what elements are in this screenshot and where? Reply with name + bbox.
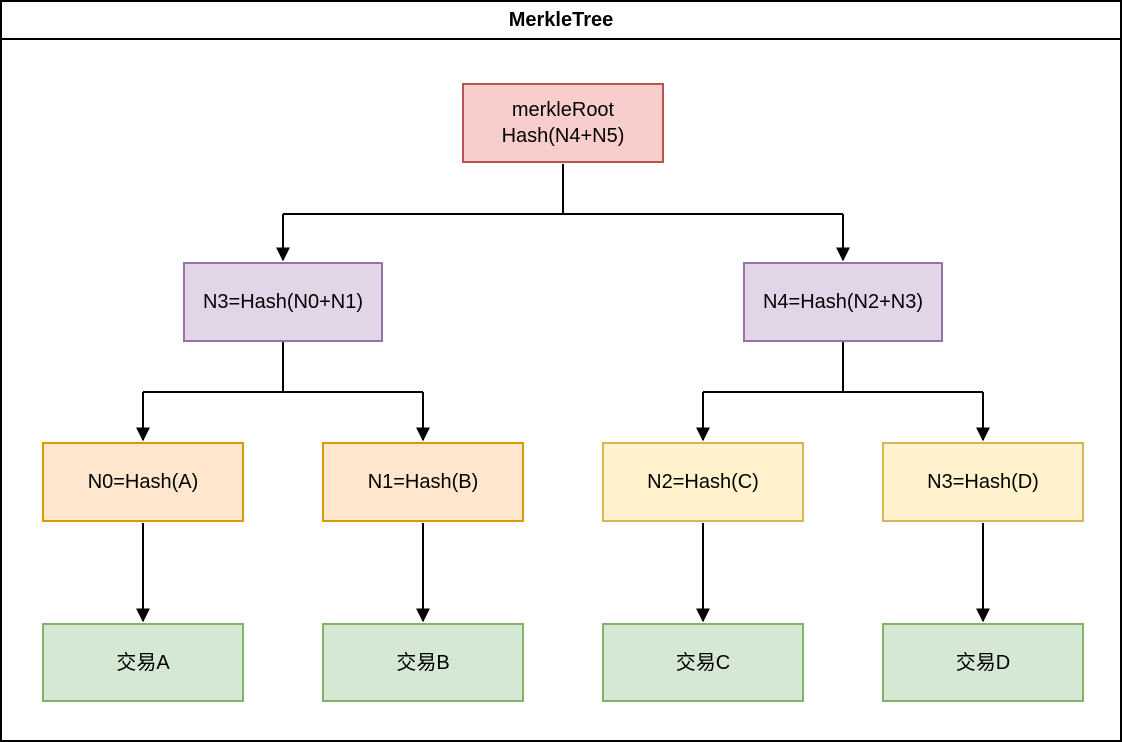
transaction-node-b-label: 交易B <box>396 651 450 674</box>
branch-node-left-label: N3=Hash(N0+N1) <box>202 291 364 313</box>
transaction-node-c-label: 交易C <box>675 651 731 674</box>
transaction-node-b: 交易B <box>322 623 524 702</box>
branch-node-right-label: N4=Hash(N2+N3) <box>762 291 924 313</box>
transaction-node-a-label: 交易A <box>116 651 170 674</box>
merkle-root-node: merkleRoot Hash(N4+N5) <box>462 83 664 163</box>
branch-node-right: N4=Hash(N2+N3) <box>743 262 943 342</box>
hash-node-d: N3=Hash(D) <box>882 442 1084 522</box>
transaction-node-a: 交易A <box>42 623 244 702</box>
hash-node-a-label: N0=Hash(A) <box>87 471 199 493</box>
hash-node-c-label: N2=Hash(C) <box>647 471 759 493</box>
hash-node-d-label: N3=Hash(D) <box>927 471 1039 493</box>
transaction-node-d: 交易D <box>882 623 1084 702</box>
transaction-node-c: 交易C <box>602 623 804 702</box>
hash-node-c: N2=Hash(C) <box>602 442 804 522</box>
merkle-root-label-line1: merkleRoot <box>511 99 615 121</box>
merkle-root-label-line2: Hash(N4+N5) <box>501 125 625 147</box>
hash-node-b-label: N1=Hash(B) <box>367 471 479 493</box>
hash-node-b: N1=Hash(B) <box>322 442 524 522</box>
hash-node-a: N0=Hash(A) <box>42 442 244 522</box>
branch-node-left: N3=Hash(N0+N1) <box>183 262 383 342</box>
diagram-title-bar: MerkleTree <box>2 2 1120 40</box>
transaction-node-d-label: 交易D <box>955 651 1011 674</box>
diagram-title: MerkleTree <box>508 8 614 31</box>
